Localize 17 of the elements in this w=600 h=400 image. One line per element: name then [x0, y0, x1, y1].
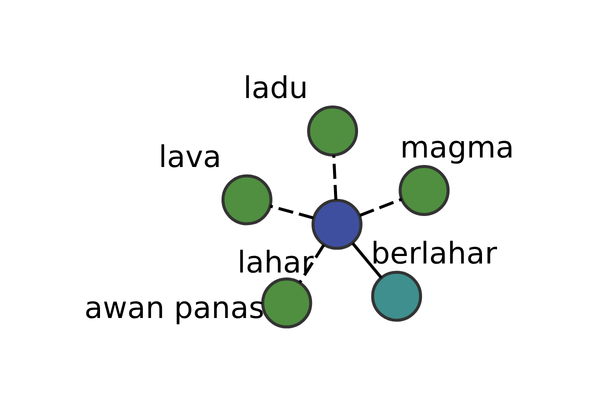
node-circle	[261, 277, 312, 328]
node-label: ladu	[243, 70, 308, 106]
node-circle	[307, 105, 358, 156]
connector	[352, 242, 382, 278]
connector	[270, 204, 314, 219]
connector	[298, 244, 326, 284]
node-circle	[312, 198, 362, 250]
node-label: lava	[158, 139, 222, 174]
node-circle	[371, 270, 422, 322]
connector	[332, 154, 338, 200]
node-label: berlahar	[371, 236, 498, 271]
node-circle	[398, 164, 450, 216]
node-circle	[221, 174, 272, 225]
node-label: magma	[400, 130, 514, 166]
node-label: lahar	[237, 244, 314, 280]
connector	[359, 197, 402, 216]
node-label: awan panas	[84, 290, 264, 326]
